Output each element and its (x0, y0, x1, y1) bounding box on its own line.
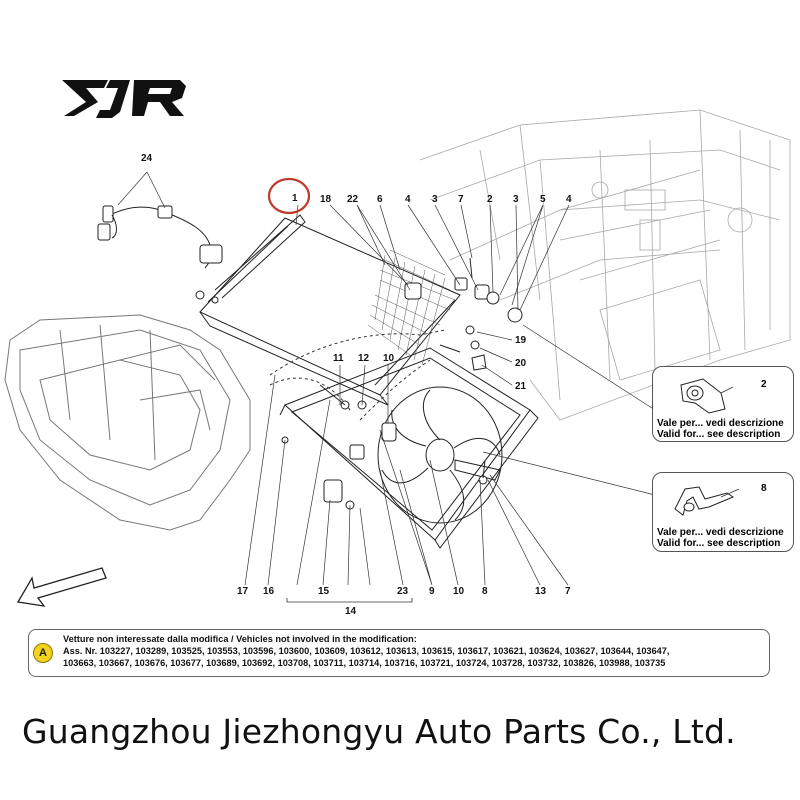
callout-13: 13 (535, 586, 547, 597)
callout-5: 5 (540, 194, 546, 205)
callout-14: 14 (345, 606, 357, 617)
callout-11: 11 (333, 353, 344, 364)
callout-7-bottom: 7 (565, 586, 571, 597)
chassis-frame (419, 109, 791, 421)
company-name: Guangzhou Jiezhongyu Auto Parts Co., Ltd… (22, 712, 736, 751)
callout-16: 16 (263, 586, 275, 597)
highlight-circle (267, 177, 311, 215)
detail-2-number: 2 (761, 379, 767, 390)
callout-15: 15 (318, 586, 330, 597)
callout-10-bottom: 10 (453, 586, 465, 597)
mounting-hardware (281, 277, 523, 510)
callout-19: 19 (515, 335, 527, 346)
notice-badge: A (33, 643, 53, 663)
callout-3-top-right: 3 (513, 194, 519, 205)
callout-21: 21 (515, 381, 527, 392)
callout-9: 9 (429, 586, 435, 597)
callout-22: 22 (347, 194, 359, 205)
callout-7-top: 7 (458, 194, 464, 205)
front-direction-arrow (16, 567, 107, 607)
detail-8-line-en: Valid for... see description (657, 538, 781, 549)
front-bumper-duct (4, 314, 251, 531)
detail-2-line-en: Valid for... see description (657, 429, 781, 440)
detail-box-item-2: 2 Vale per... vedi descrizione Valid for… (652, 366, 794, 442)
wiring-harness (97, 205, 223, 269)
detail-box-item-8: 8 Vale per... vedi descrizione Valid for… (652, 472, 794, 552)
exploded-parts-diagram (4, 109, 791, 603)
detail-2-line-it: Vale per... vedi descrizione (657, 418, 784, 429)
notice-numbers-line-2: 103663, 103667, 103676, 103677, 103689, … (63, 658, 666, 668)
callout-6: 6 (377, 194, 383, 205)
callout-23: 23 (397, 586, 409, 597)
notice-numbers-line-1: Ass. Nr. 103227, 103289, 103525, 103553,… (63, 646, 670, 656)
bolts (319, 257, 486, 479)
callout-10-mid: 10 (383, 353, 395, 364)
callout-1: 1 (292, 193, 298, 204)
fan-shroud (279, 347, 539, 549)
ejr-logo (62, 80, 186, 118)
detail-8-line-it: Vale per... vedi descrizione (657, 527, 784, 538)
bracket-2-illustration (680, 378, 734, 414)
callout-8-bottom: 8 (482, 586, 488, 597)
callout-17: 17 (237, 586, 249, 597)
leader-lines (117, 171, 656, 586)
notice-title: Vetture non interessate dalla modifica /… (63, 634, 417, 644)
bracket-8-illustration (674, 486, 740, 516)
cooling-fan (377, 386, 503, 524)
routing-lines (269, 329, 446, 421)
callout-3-top-left: 3 (432, 194, 438, 205)
callout-4-top-right: 4 (566, 194, 572, 205)
group-bracket-14 (286, 598, 413, 603)
modification-notice: A Vetture non interessate dalla modifica… (28, 629, 770, 677)
callout-2-top: 2 (487, 194, 493, 205)
callout-4-top-left: 4 (405, 194, 411, 205)
radiator (195, 214, 461, 406)
callout-24: 24 (141, 153, 153, 164)
callout-12: 12 (358, 353, 370, 364)
detail-8-number: 8 (761, 483, 767, 494)
callout-20: 20 (515, 358, 527, 369)
radiator-core (367, 249, 456, 366)
callout-18: 18 (320, 194, 332, 205)
